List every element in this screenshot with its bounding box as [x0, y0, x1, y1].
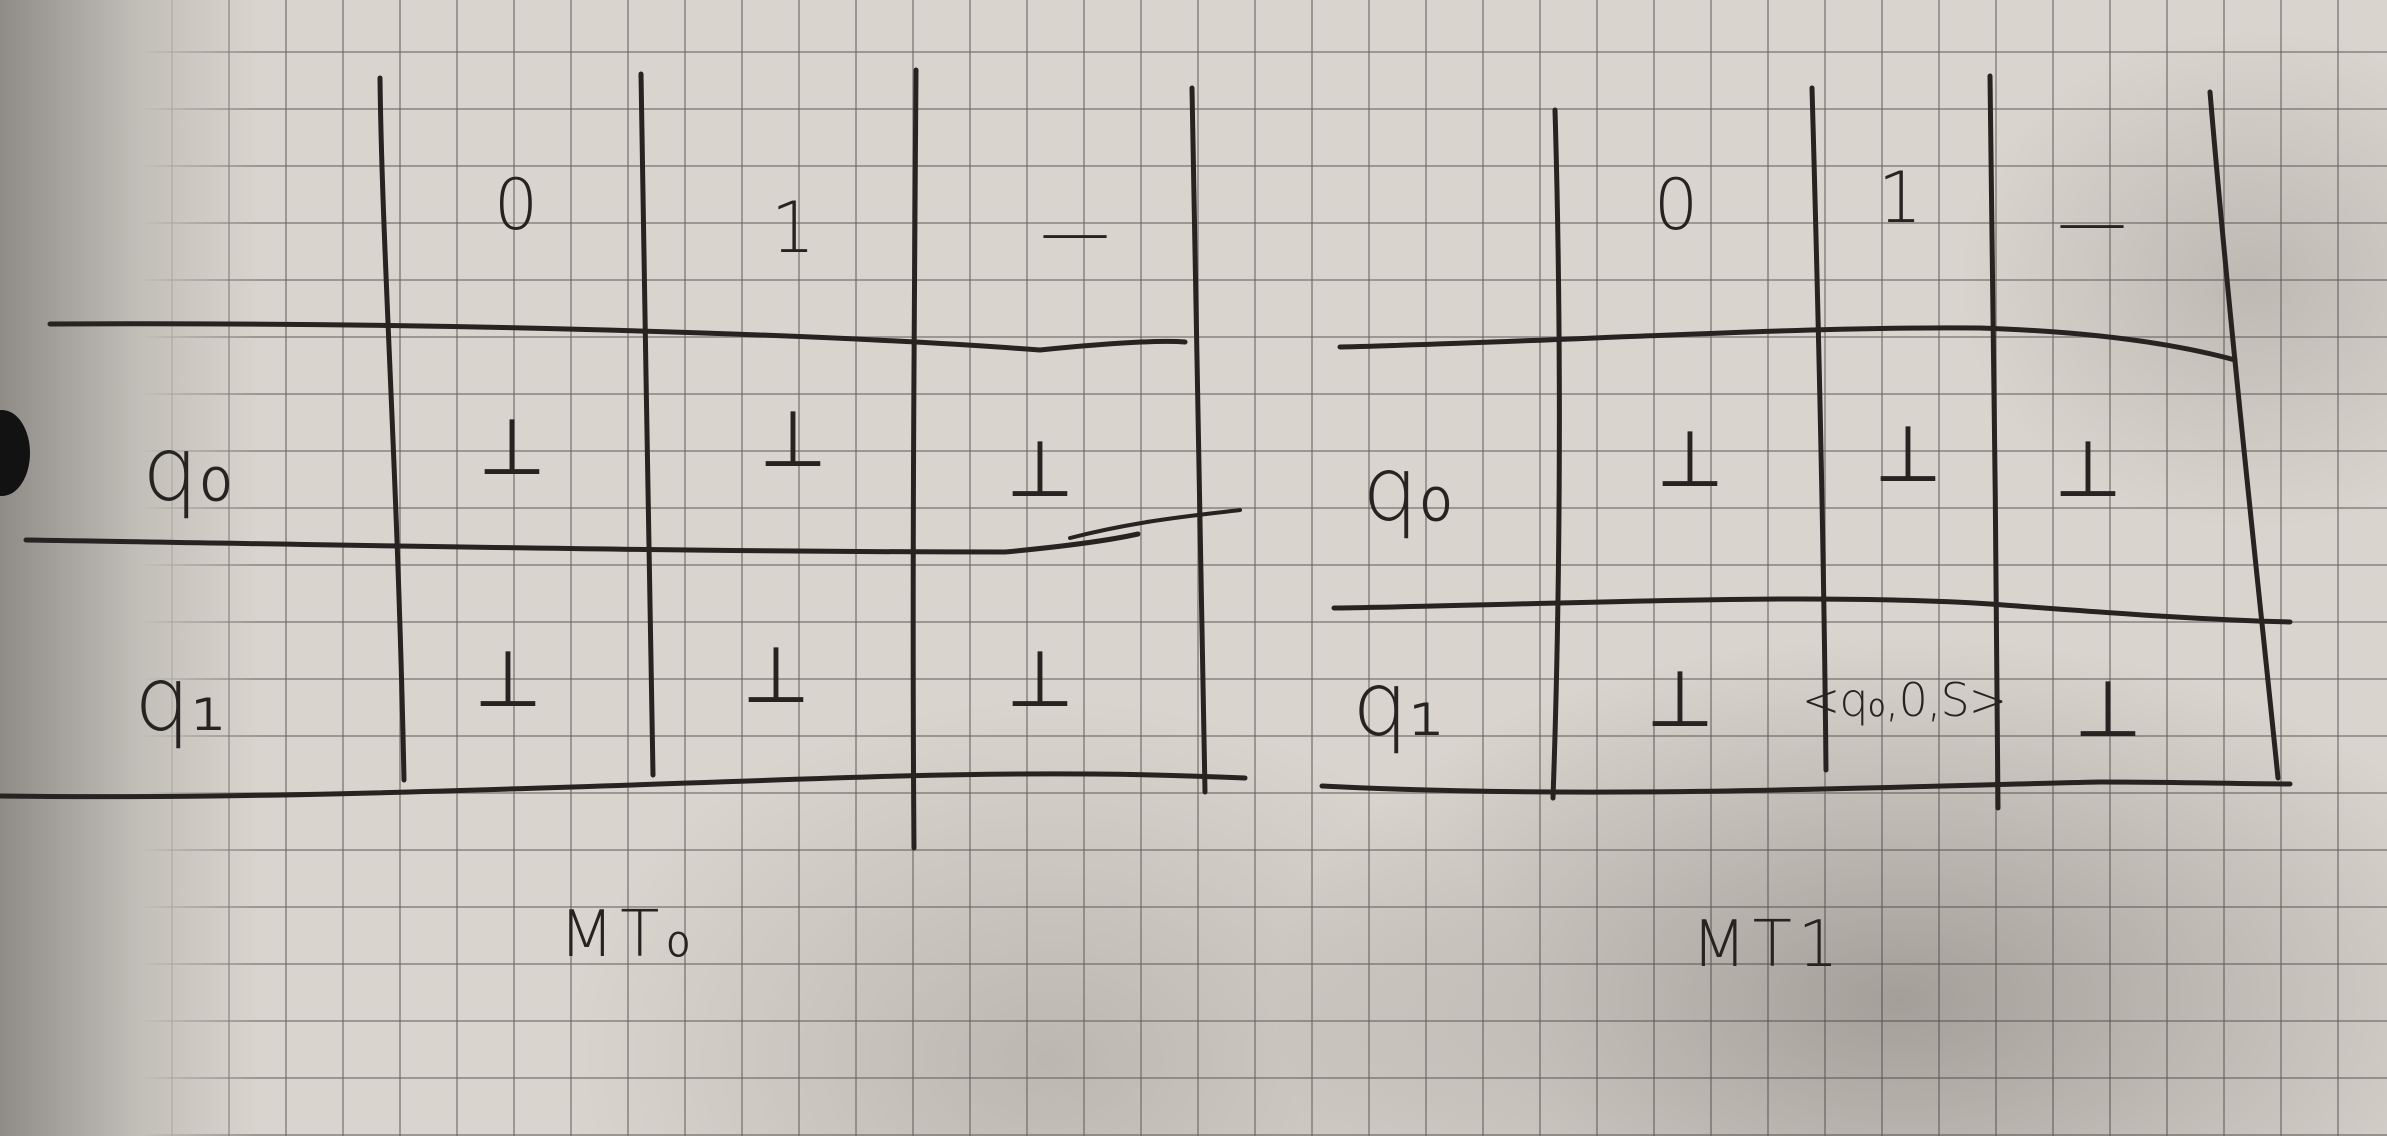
mt1-col-header-blank: —: [2057, 181, 2127, 263]
mt0-cell-q0-1: ⊥: [759, 395, 827, 485]
mt0-state-q1: q₁: [134, 648, 226, 751]
mt0-cell-q1-blank: ⊥: [1006, 635, 1074, 725]
mt0-col-header-1: 1: [770, 187, 816, 269]
mt0-state-q0: q₀: [142, 418, 234, 521]
mt1-caption: MT1: [1691, 908, 1845, 982]
mt0-cell-q0-0: ⊥: [478, 403, 546, 493]
mt1-cell-q1-1: <q₀,0,S>: [1801, 673, 2007, 727]
table-mt0-lines: [0, 67, 1248, 851]
table-mt1-lines: [1319, 73, 2293, 811]
mt0-cell-q1-0: ⊥: [474, 635, 542, 725]
mt0-col-header-0: 0: [493, 164, 539, 246]
mt0-cell-q0-blank: ⊥: [1006, 425, 1074, 515]
mt0-col-header-blank: —: [1040, 191, 1110, 273]
mt1-cell-q1-0: ⊥: [1646, 655, 1714, 745]
mt1-state-q1: q₁: [1352, 653, 1444, 756]
mt1-cell-q0-0: ⊥: [1656, 415, 1724, 505]
mt1-col-header-1: 1: [1877, 157, 1923, 239]
mt1-cell-q1-blank: ⊥: [2074, 665, 2142, 755]
mt1-state-q0: q₀: [1362, 438, 1454, 541]
mt1-cell-q0-blank: ⊥: [2054, 425, 2122, 515]
mt0-cell-q1-1: ⊥: [742, 631, 810, 721]
mt1-col-header-0: 0: [1653, 164, 1699, 246]
mt1-cell-q0-1: ⊥: [1874, 410, 1942, 500]
mt0-caption: MT₀: [559, 898, 697, 972]
